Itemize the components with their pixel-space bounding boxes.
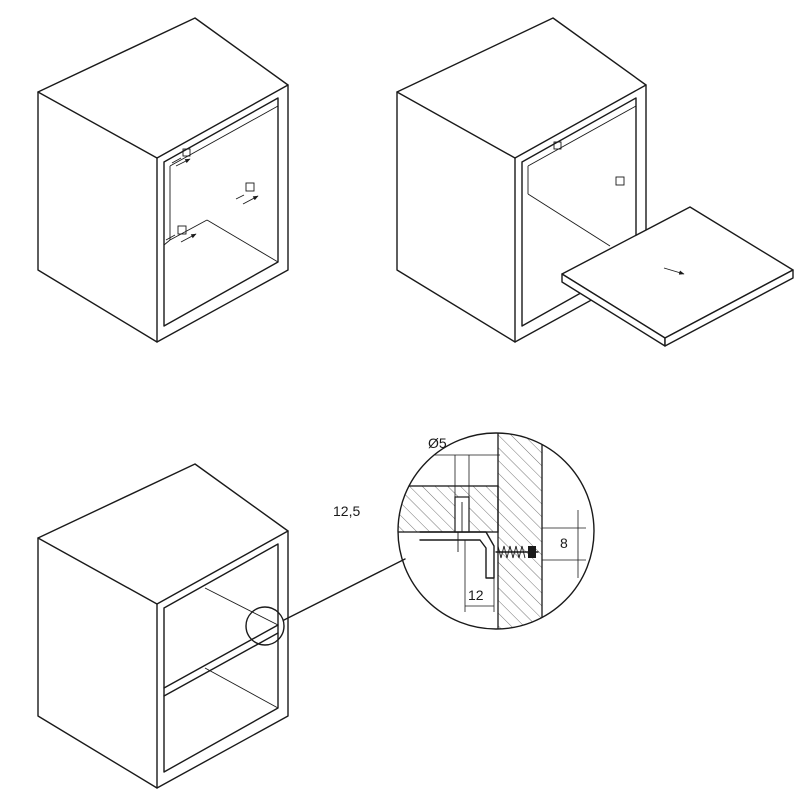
- shelf-pin-icon: [235, 182, 259, 205]
- shelf-board: [561, 206, 794, 347]
- detail-callout-circle: [245, 606, 285, 646]
- cabinet-step-1: [37, 17, 289, 343]
- shelf-pin-icon: [171, 148, 191, 167]
- shelf-pin-icon: [615, 176, 625, 186]
- shelf-pin-icon: [165, 225, 197, 243]
- thickness-label: 12,5: [333, 503, 360, 519]
- depth-label: 12: [468, 587, 484, 603]
- detail-view: Ø5 12,5 12 8: [333, 432, 595, 630]
- shelf-pin-icon: [553, 141, 562, 150]
- screw-icon: [495, 545, 539, 559]
- diameter-label: Ø5: [428, 435, 447, 451]
- cabinet-step-2: [396, 17, 794, 347]
- height-label: 8: [560, 535, 568, 551]
- cabinet-step-3: [37, 463, 406, 789]
